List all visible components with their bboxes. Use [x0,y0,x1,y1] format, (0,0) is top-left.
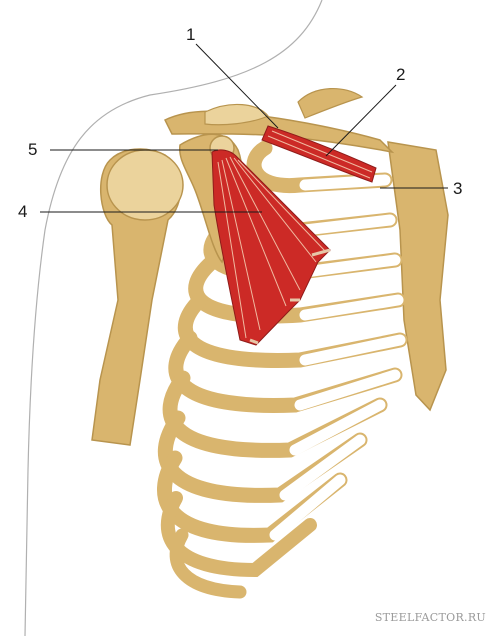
rib-5 [177,292,408,368]
body-outline [24,0,323,636]
pectoralis-minor-muscle [211,149,331,346]
sternum [387,141,449,412]
leader-line-2 [325,84,397,157]
acromion [204,103,269,126]
rib-6 [168,330,403,413]
muscles [211,125,377,346]
humeral-head [106,149,184,221]
subclavius-stripes [267,130,373,179]
rib-7 [162,370,388,458]
label-2: 2 [396,65,406,84]
pectoralis-minor-stripes [217,156,327,339]
first-rib-neck [297,87,364,119]
rib-11 [169,528,247,599]
costal-cartilage [269,174,406,541]
subclavius-muscle [261,125,377,183]
rib-9 [157,450,348,543]
label-5: 5 [28,140,38,159]
pectoralis-minor-tendons [249,248,331,345]
rib-1 [246,140,393,194]
leader-line-1 [195,43,279,129]
label-4: 4 [18,202,28,221]
watermark-text: STEELFACTOR.RU [374,611,486,624]
label-3: 3 [453,179,463,198]
leader-lines [40,43,448,213]
rib-8 [157,410,368,503]
label-1: 1 [186,25,196,44]
